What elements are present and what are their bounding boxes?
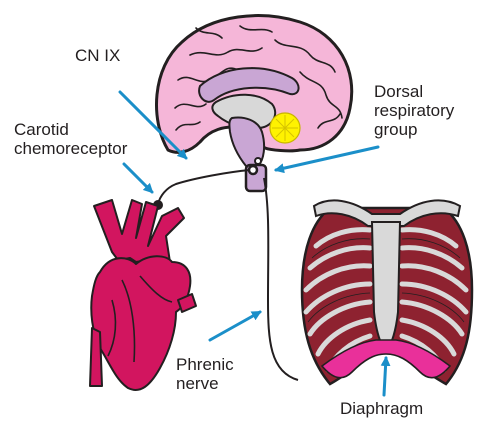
- arrow-cn-ix: [118, 90, 188, 160]
- label-carotid-line-2: chemoreceptor: [14, 139, 128, 158]
- label-phrenic-line-1: Phrenic: [176, 355, 234, 374]
- glossopharyngeal-nerve: [157, 169, 251, 205]
- phrenic-nerve-line: [263, 177, 299, 381]
- heart-right-vessel: [177, 293, 197, 313]
- label-cn-ix: CN IX: [75, 46, 121, 65]
- label-dorsal-respiratory-group: Dorsal respiratory group: [374, 82, 454, 139]
- heart-lower-vessel: [89, 327, 103, 387]
- heart: [89, 199, 197, 391]
- label-dorsal-line-2: respiratory: [374, 101, 455, 120]
- label-arrows: [118, 90, 391, 397]
- label-dorsal-line-3: group: [374, 120, 418, 139]
- cerebellum: [269, 112, 301, 144]
- heart-vessels: [93, 199, 185, 271]
- label-phrenic-line-2: nerve: [176, 374, 219, 393]
- arrow-dorsal: [274, 145, 380, 174]
- brain: [154, 14, 354, 193]
- label-carotid-chemoreceptor: Carotid chemoreceptor: [14, 120, 127, 158]
- arrow-phrenic: [208, 310, 262, 342]
- rib-cage: [300, 199, 474, 386]
- label-dorsal-line-1: Dorsal: [374, 82, 424, 101]
- heart-body: [90, 255, 192, 391]
- arrow-carotid: [122, 162, 154, 194]
- corpus-callosum: [198, 67, 300, 103]
- rib-outlines: [307, 238, 465, 323]
- label-phrenic-nerve: Phrenic nerve: [176, 355, 234, 393]
- label-diaphragm: Diaphragm: [340, 399, 424, 418]
- diaphragm-muscle: [320, 339, 452, 379]
- arrow-diaphragm: [380, 356, 391, 397]
- heart-detail-lines: [107, 275, 173, 363]
- clavicles-top-rib: [312, 199, 462, 227]
- label-carotid-line-1: Carotid: [14, 120, 69, 139]
